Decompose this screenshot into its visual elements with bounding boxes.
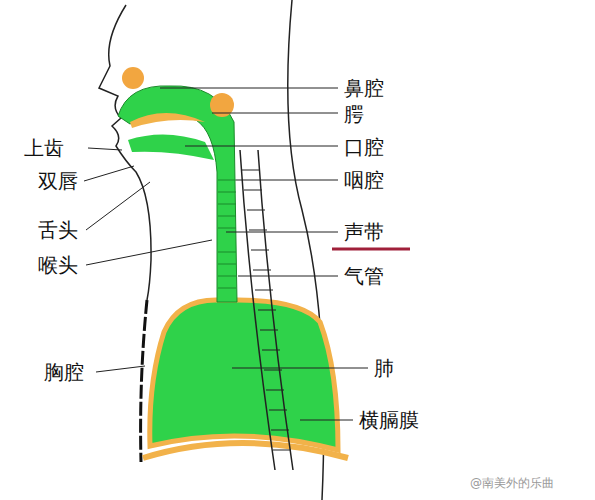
part-label: 口腔 [344,136,384,158]
part-label: 舌头 [38,219,78,241]
part-label: 双唇 [38,170,78,192]
vertebrae [242,170,291,450]
watermark: @南美外的乐曲 [470,477,554,490]
part-label: 腭 [344,103,364,125]
leader-lines [84,88,368,420]
oral-cavity [128,134,214,160]
diaphragm [143,443,348,458]
part-label: 声带 [344,221,384,243]
part-label: 横膈膜 [359,409,419,431]
spine [240,150,293,470]
part-label: 咽腔 [344,169,384,191]
part-label: 气管 [344,265,384,287]
face-outline [99,5,151,300]
nasal-dot [122,67,144,89]
part-label: 胸腔 [44,361,84,383]
lungs [150,300,338,450]
part-label: 鼻腔 [344,77,384,99]
chest-wall [141,300,147,462]
trachea-rings [218,180,236,288]
part-label: 喉头 [38,254,78,276]
palate [130,113,205,128]
part-label: 上齿 [24,137,64,159]
vocal-tract [118,86,237,302]
part-label: 肺 [374,357,394,379]
highlight-underline [332,248,410,251]
